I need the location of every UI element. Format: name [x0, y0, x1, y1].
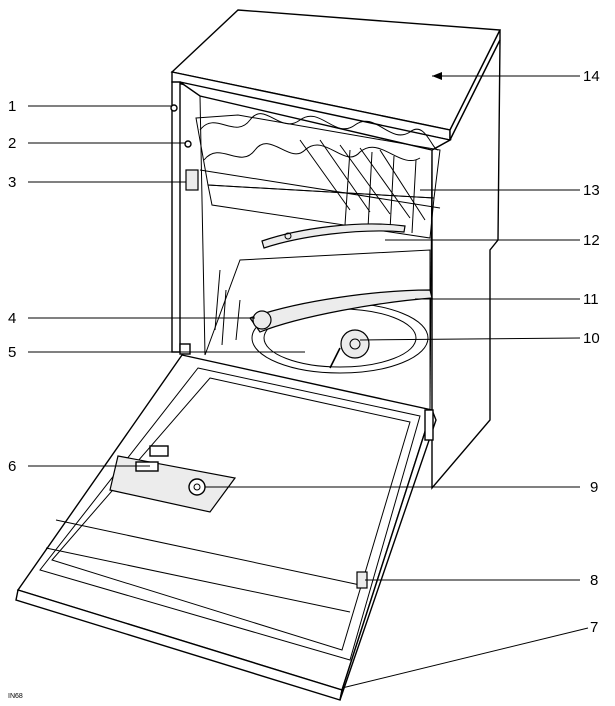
- cabinet-front: [171, 81, 452, 411]
- callout-7: 7: [590, 619, 598, 636]
- callout-3: 3: [8, 174, 16, 191]
- callout-12: 12: [583, 232, 600, 249]
- callout-labels: 1 2 3 4 5 6 7 8 9 10 11 12 13 14: [8, 68, 600, 636]
- callout-4: 4: [8, 310, 16, 327]
- callout-6: 6: [8, 458, 16, 475]
- callout-8: 8: [590, 572, 598, 589]
- leader-10: [359, 337, 581, 341]
- figure-code: IN68: [8, 693, 23, 700]
- callout-5: 5: [8, 344, 16, 361]
- leader-7: [341, 627, 589, 689]
- callout-2: 2: [8, 135, 16, 152]
- lower-spray-arm: [249, 289, 433, 374]
- open-door: [15, 354, 437, 701]
- leader-lines: [28, 72, 589, 689]
- callout-14: 14: [583, 68, 600, 85]
- callout-1: 1: [8, 98, 16, 115]
- callout-9: 9: [590, 479, 598, 496]
- upper-basket: [185, 113, 441, 239]
- upper-spray-arm: [261, 223, 406, 249]
- worktop: [170, 9, 502, 141]
- door-latch: [170, 104, 192, 355]
- callout-11: 11: [583, 291, 599, 308]
- callout-13: 13: [583, 182, 600, 199]
- callout-10: 10: [583, 330, 600, 347]
